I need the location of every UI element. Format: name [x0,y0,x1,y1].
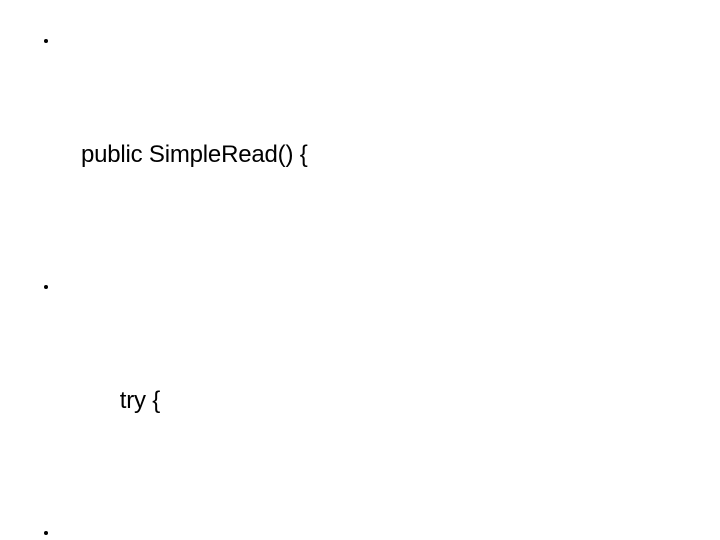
list-item[interactable]: try { [0,268,720,496]
bullet-dot-icon [44,285,48,289]
list-item[interactable]: serialPort = (SerialPort) portId.open("S… [0,514,720,540]
list-item-text: try { [68,387,161,414]
list-item[interactable]: public SimpleRead() { [0,22,720,250]
bullet-dot-icon [44,531,48,535]
bullet-dot-icon [44,39,48,43]
list-item-text: public SimpleRead() { [68,141,308,168]
bullet-list: public SimpleRead() { try { serialPort =… [0,22,720,540]
